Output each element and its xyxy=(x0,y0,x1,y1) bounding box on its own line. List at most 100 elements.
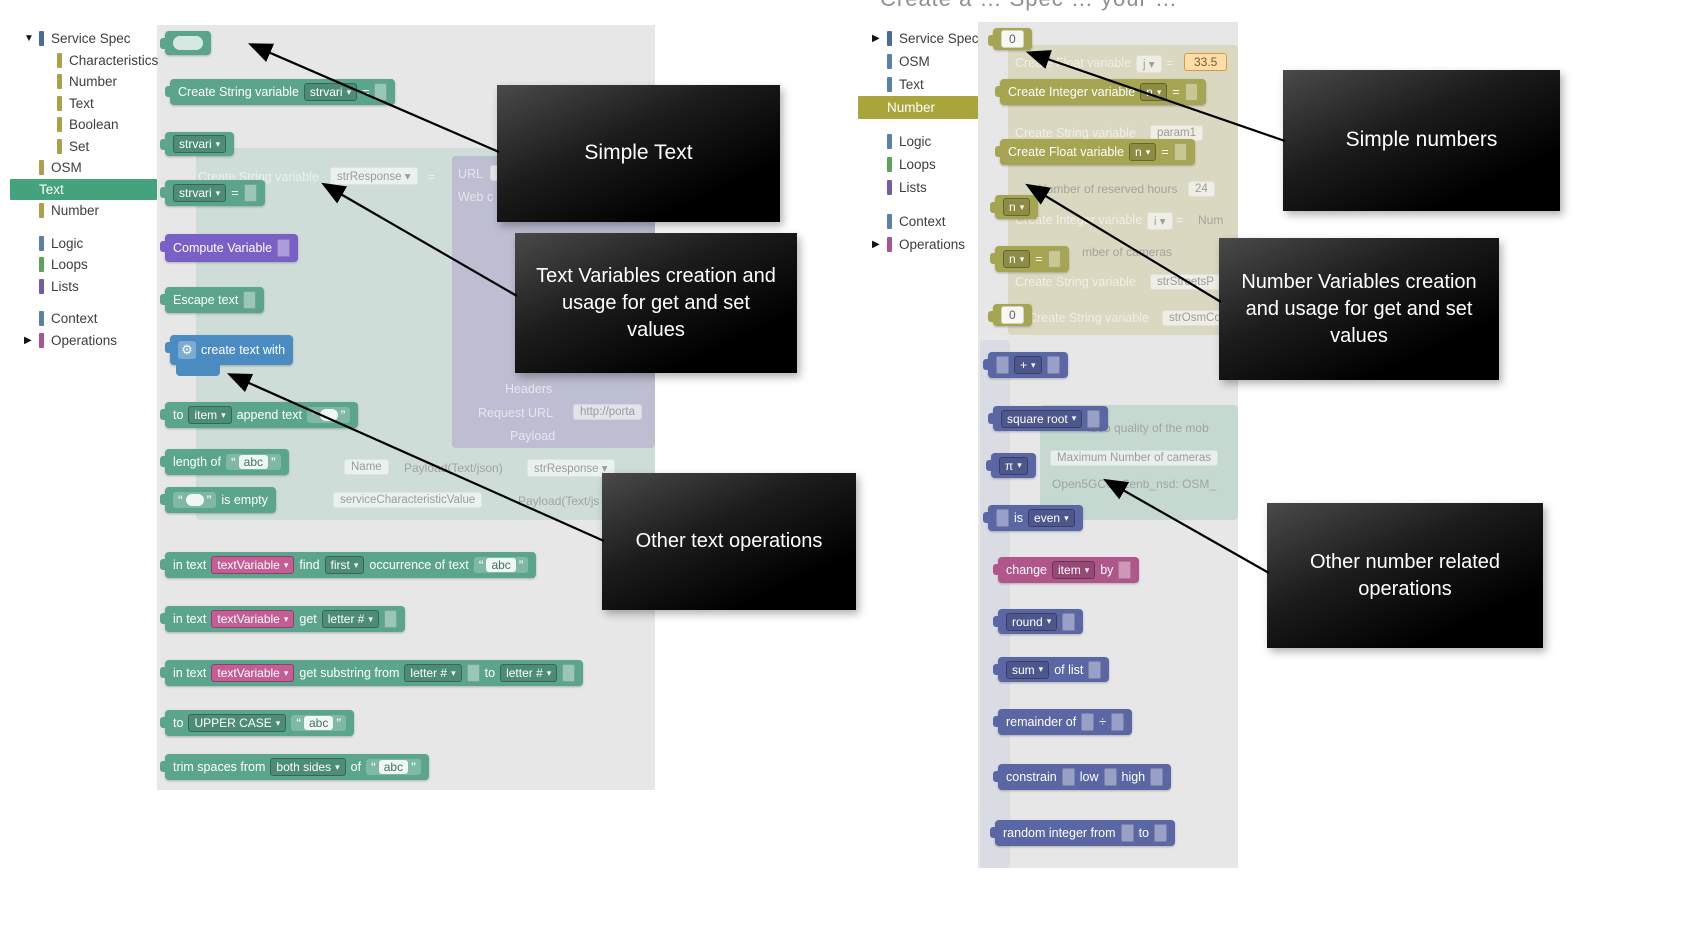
value-socket xyxy=(1081,713,1095,731)
sidebar-item-set[interactable]: Set xyxy=(10,136,157,158)
sidebar-item-boolean[interactable]: Boolean xyxy=(10,114,157,136)
dropdown-field[interactable]: letter # xyxy=(321,610,379,628)
dropdown-field[interactable]: round xyxy=(1006,612,1058,631)
dropdown-field[interactable]: n xyxy=(1140,83,1168,101)
string-variable-setter-block[interactable]: strvari= xyxy=(160,180,265,206)
sidebar-item-service-spec[interactable]: ▶Service Spec xyxy=(858,27,979,50)
sum-of-list-block[interactable]: sumof list xyxy=(992,657,1110,682)
sidebar-item-operations[interactable]: ▶Operations xyxy=(10,330,157,352)
sidebar-item-logic[interactable]: Logic xyxy=(858,130,978,153)
escape-text-block[interactable]: Escape text xyxy=(159,287,265,313)
faded-field: 24 xyxy=(1188,181,1215,197)
dropdown-field[interactable]: π xyxy=(999,456,1028,475)
number-variable-getter-block[interactable]: n xyxy=(989,195,1039,219)
get-letter-block[interactable]: in texttextVariablegetletter # xyxy=(160,606,405,632)
append-text-block[interactable]: toitemappend text“” xyxy=(159,402,359,428)
variable-dropdown[interactable]: textVariable xyxy=(211,664,295,682)
sidebar-item-number[interactable]: Number xyxy=(10,71,157,93)
mutator-gear-icon[interactable]: ⚙ xyxy=(178,341,196,359)
sidebar-item-osm[interactable]: OSM xyxy=(10,157,157,179)
sidebar-item-label: Context xyxy=(899,214,946,229)
sidebar-item-text[interactable]: Text xyxy=(10,93,157,115)
round-block[interactable]: round xyxy=(992,609,1084,634)
sidebar-item-label: Loops xyxy=(51,257,88,273)
sidebar-item-service-spec[interactable]: ▼Service Spec xyxy=(10,28,157,50)
sidebar-item-label: Logic xyxy=(51,235,84,251)
sidebar-item-label: Number xyxy=(887,100,936,115)
faded-label: Number of reserved hours xyxy=(1038,182,1178,196)
dropdown-field[interactable]: sum xyxy=(1006,660,1050,679)
sidebar-item-lists[interactable]: Lists xyxy=(10,276,157,298)
dropdown-field[interactable]: strvari xyxy=(303,83,358,101)
square-root-block[interactable]: square root xyxy=(987,406,1109,431)
sidebar-item-text[interactable]: Text xyxy=(10,178,157,200)
dropdown-field[interactable]: item xyxy=(1052,561,1096,579)
sidebar-item-context[interactable]: Context xyxy=(858,210,978,233)
text-empty-block[interactable] xyxy=(160,31,211,55)
sidebar-item-logic[interactable]: Logic xyxy=(10,233,157,255)
dropdown-field[interactable]: square root xyxy=(1001,409,1083,428)
variable-dropdown[interactable]: textVariable xyxy=(211,610,295,628)
dropdown-field[interactable]: first xyxy=(324,556,365,574)
dropdown-field[interactable]: letter # xyxy=(404,664,462,682)
sidebar-item-characteristics[interactable]: Characteristics xyxy=(10,50,158,72)
length-of-block[interactable]: length of“abc” xyxy=(160,449,289,475)
dropdown-field[interactable]: even xyxy=(1028,509,1075,527)
create-text-with-block[interactable]: ⚙create text with xyxy=(164,335,294,376)
sidebar-item-loops[interactable]: Loops xyxy=(10,254,157,276)
dropdown-field[interactable]: letter # xyxy=(500,664,558,682)
sidebar-item-loops[interactable]: Loops xyxy=(858,153,978,176)
remainder-block[interactable]: remainder of÷ xyxy=(992,709,1133,735)
quoted-text[interactable]: “abc” xyxy=(291,715,347,731)
arithmetic-block[interactable]: + xyxy=(983,352,1068,378)
dropdown-field[interactable]: + xyxy=(1014,356,1042,374)
variable-dropdown[interactable]: textVariable xyxy=(211,556,295,574)
dropdown-field[interactable]: n xyxy=(1003,250,1031,268)
text-field[interactable]: 0 xyxy=(1001,306,1024,324)
quoted-text[interactable]: “abc” xyxy=(225,454,281,470)
empty-field xyxy=(173,36,203,50)
sidebar-item-label: Context xyxy=(51,311,98,327)
value-socket xyxy=(1087,409,1101,428)
text-field[interactable]: 0 xyxy=(1001,30,1024,48)
faded-field: i ▾ xyxy=(1147,212,1173,230)
number-zero-block[interactable]: 0 xyxy=(988,28,1032,50)
string-variable-getter-block[interactable]: strvari xyxy=(159,132,235,156)
find-occurrence-block[interactable]: in texttextVariablefindfirstoccurrence o… xyxy=(159,552,537,578)
get-substring-block[interactable]: in texttextVariableget substring fromlet… xyxy=(159,660,584,686)
change-item-by-block[interactable]: changeitemby xyxy=(992,557,1140,583)
dropdown-field[interactable]: strvari xyxy=(173,135,227,153)
quoted-text[interactable]: “abc” xyxy=(366,759,421,775)
quoted-text[interactable]: “” xyxy=(306,407,351,423)
sidebar-item-context[interactable]: Context xyxy=(10,308,157,330)
block-label: of xyxy=(350,760,362,774)
quoted-text[interactable]: “” xyxy=(173,492,217,508)
dropdown-field[interactable]: n xyxy=(1129,143,1157,161)
sidebar-item-text[interactable]: Text xyxy=(858,73,978,96)
dropdown-field[interactable]: both sides xyxy=(270,758,346,776)
faded-label: ideo quality of the mob xyxy=(1088,421,1209,435)
dropdown-field[interactable]: UPPER CASE xyxy=(188,714,287,732)
sidebar-item-number[interactable]: Number xyxy=(858,96,978,119)
sidebar-item-number[interactable]: Number xyxy=(10,200,157,222)
number-variable-setter-block[interactable]: n= xyxy=(990,246,1069,272)
dropdown-field[interactable]: n xyxy=(1003,198,1031,216)
is-empty-block[interactable]: “”is empty xyxy=(160,487,276,513)
compute-variable-block[interactable]: Compute Variable xyxy=(159,234,299,262)
sidebar-item-lists[interactable]: Lists xyxy=(858,176,978,199)
quoted-text[interactable]: “abc” xyxy=(473,557,529,573)
dropdown-field[interactable]: item xyxy=(188,406,232,424)
sidebar-item-operations[interactable]: ▶Operations xyxy=(858,233,978,256)
dropdown-field[interactable]: strvari xyxy=(173,184,227,202)
pi-constant-block[interactable]: π xyxy=(986,453,1036,478)
number-zero-block-2[interactable]: 0 xyxy=(988,304,1032,326)
sidebar-item-osm[interactable]: OSM xyxy=(858,50,978,73)
